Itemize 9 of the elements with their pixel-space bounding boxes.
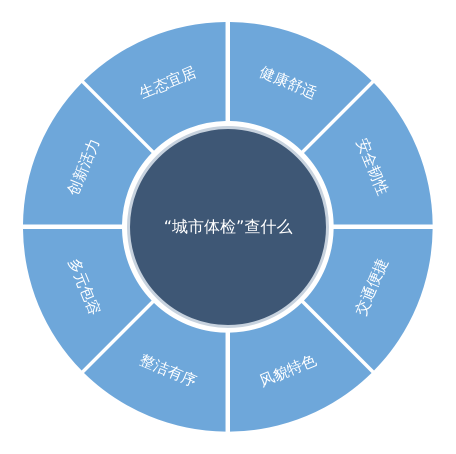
segment-label: 健康舒适 — [256, 63, 319, 104]
segment-label: 生态宜居 — [137, 63, 200, 104]
segment-label: 多元包容 — [64, 255, 105, 318]
segment-label: 交通便捷 — [351, 255, 392, 318]
segment-label: 整洁有序 — [137, 350, 200, 391]
segment-label: 风貌特色 — [256, 350, 319, 391]
segment-label: 创新活力 — [64, 136, 105, 199]
segment-label: 安全韧性 — [351, 136, 392, 199]
center-title: “城市体检”查什么 — [164, 216, 292, 238]
